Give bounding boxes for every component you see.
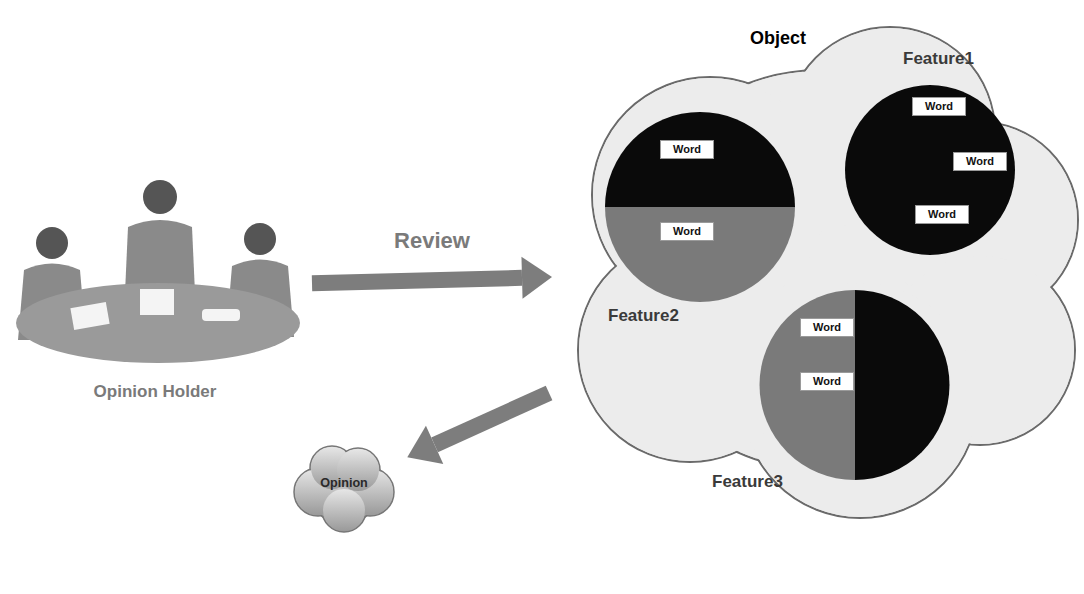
object-region: ObjectFeature1WordWordWordFeature2WordWo… (560, 20, 1080, 520)
word-label: Word (928, 208, 956, 221)
opinion-cloud: Opinion (288, 440, 400, 532)
feature-circle: Feature1WordWordWord (845, 85, 1015, 255)
holder-label: Opinion Holder (10, 382, 300, 402)
people-illustration (10, 165, 300, 410)
word-label: Word (673, 143, 701, 156)
arrow-connector (312, 257, 552, 299)
feature-label: Feature2 (608, 306, 679, 326)
word-box: Word (660, 140, 714, 159)
edge-label: Review (394, 228, 470, 254)
word-label: Word (813, 321, 841, 334)
feature-circle: Feature2WordWord (600, 112, 800, 302)
word-label: Word (966, 155, 994, 168)
word-box: Word (800, 318, 854, 337)
feature-label: Feature3 (712, 472, 783, 492)
word-label: Word (925, 100, 953, 113)
arrow-connector (407, 393, 549, 464)
word-box: Word (800, 372, 854, 391)
object-label: Object (750, 28, 806, 49)
feature-circle (757, 290, 952, 480)
opinion-holder: Opinion Holder (10, 165, 300, 410)
feature-label: Feature1 (903, 49, 974, 69)
word-label: Word (673, 225, 701, 238)
opinion-label: Opinion (288, 476, 400, 490)
word-label: Word (813, 375, 841, 388)
feature-circle: Feature3WordWord (757, 290, 952, 480)
word-box: Word (912, 97, 966, 116)
word-box: Word (915, 205, 969, 224)
word-box: Word (953, 152, 1007, 171)
word-box: Word (660, 222, 714, 241)
